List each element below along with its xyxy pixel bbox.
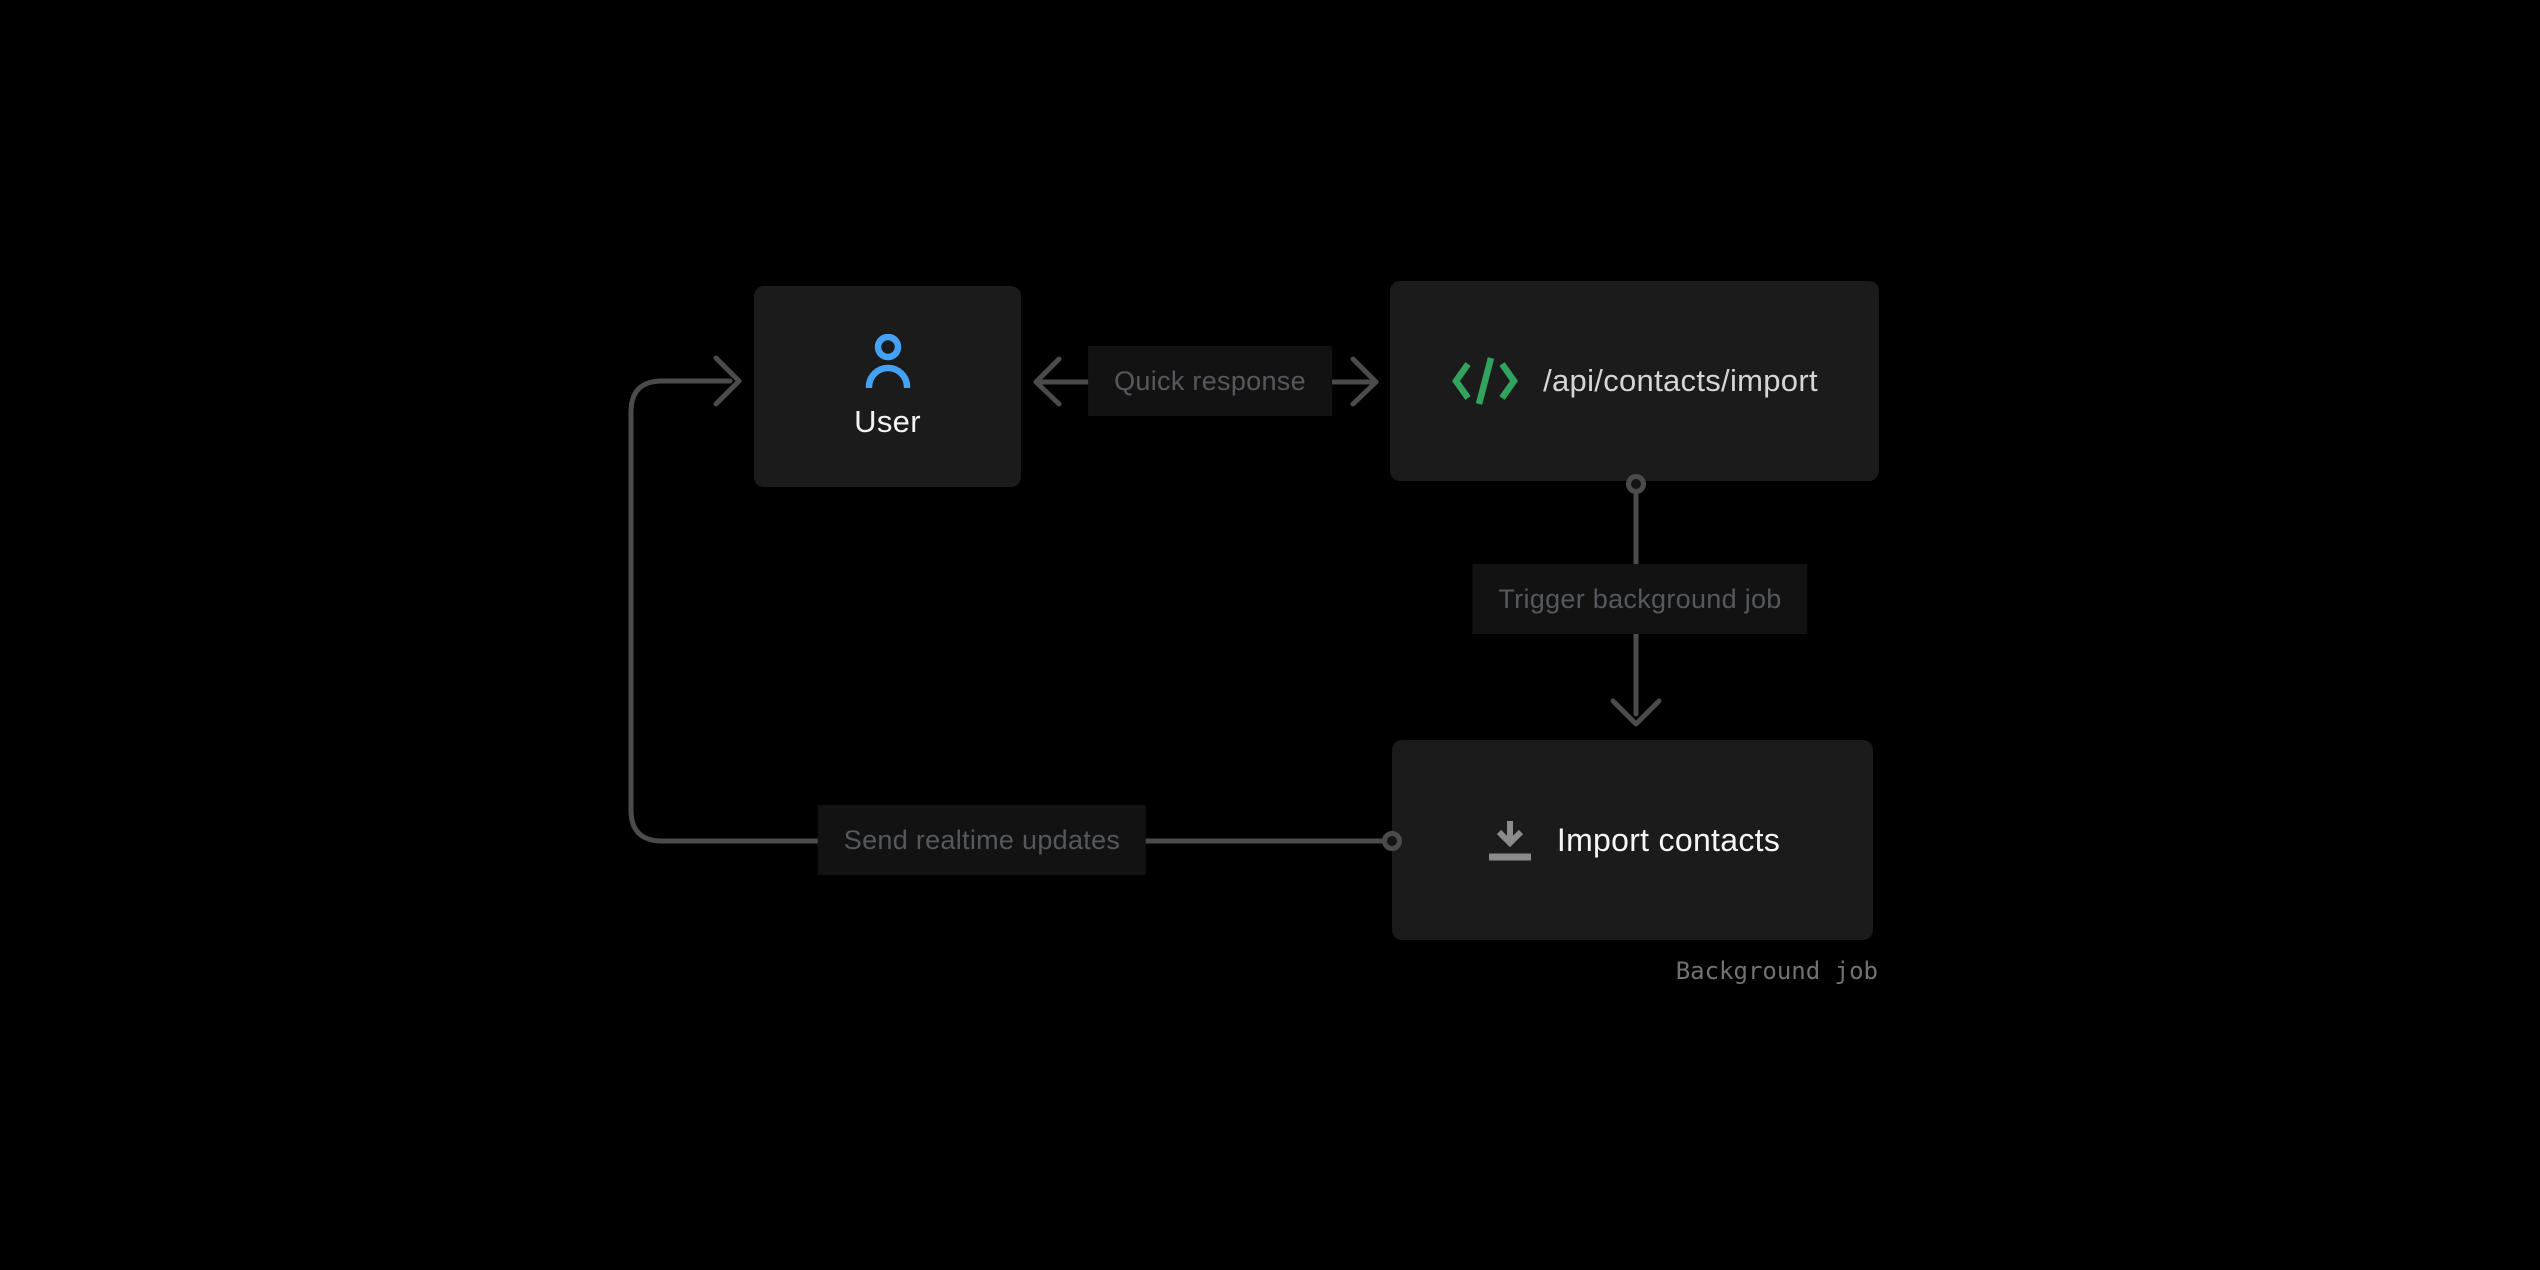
node-api-label: /api/contacts/import bbox=[1543, 363, 1818, 398]
background-job-caption: Background job bbox=[1675, 957, 1878, 985]
edge-label-send-realtime-updates: Send realtime updates bbox=[817, 805, 1147, 875]
node-user: User bbox=[754, 286, 1021, 487]
code-icon bbox=[1452, 357, 1519, 405]
download-icon bbox=[1488, 821, 1531, 861]
user-icon bbox=[865, 333, 910, 388]
node-import-contacts-label: Import contacts bbox=[1556, 821, 1781, 858]
edge-label-quick-response: Quick response bbox=[1088, 346, 1332, 416]
node-import-contacts: Import contacts bbox=[1392, 740, 1873, 940]
arrowhead-down bbox=[1610, 698, 1662, 727]
connector-dot bbox=[1382, 831, 1402, 851]
arrowhead-right bbox=[1350, 356, 1379, 407]
arrowhead-left bbox=[1033, 356, 1062, 407]
arrowhead-into-user bbox=[713, 355, 742, 407]
node-api: /api/contacts/import bbox=[1390, 281, 1879, 481]
node-user-label: User bbox=[854, 403, 921, 439]
edge-label-trigger-background-job: Trigger background job bbox=[1472, 564, 1808, 634]
edge-send-realtime-updates bbox=[628, 355, 1402, 851]
connector-dot bbox=[1626, 474, 1646, 494]
